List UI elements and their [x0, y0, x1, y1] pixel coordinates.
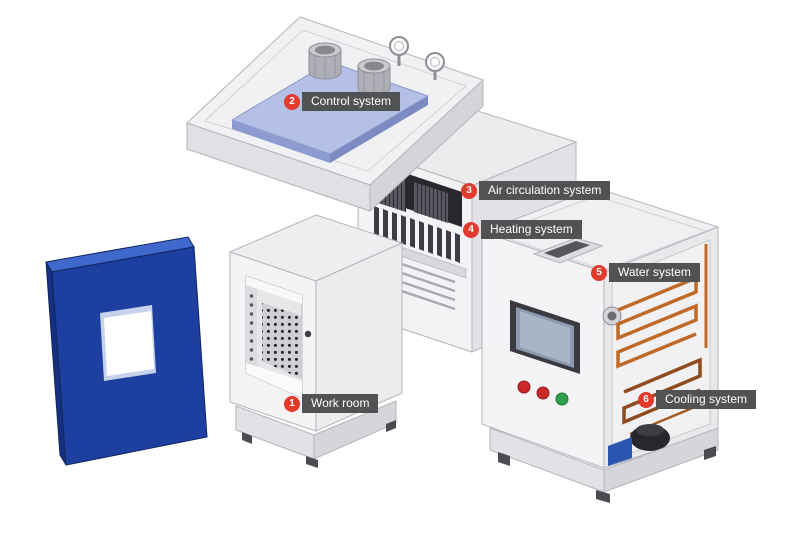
callout-badge: 1 [284, 395, 300, 412]
chamber-feet [242, 420, 396, 468]
button-green [555, 392, 569, 406]
callout-work-room: 1 Work room [284, 394, 379, 413]
chamber-opening [245, 275, 303, 399]
sensor-port [304, 330, 312, 338]
callout-label: Air circulation system [479, 181, 611, 200]
heater-fins [374, 206, 460, 263]
callout-air-circulation-system: 3 Air circulation system [461, 181, 611, 200]
round-vent [602, 306, 622, 326]
callout-label: Work room [302, 394, 379, 413]
chamber-floor [246, 363, 302, 398]
callout-label: Water system [609, 263, 700, 282]
fan-wheel [414, 182, 448, 223]
callout-label: Heating system [481, 220, 582, 239]
button-red [536, 386, 550, 400]
motor-cylinder [357, 58, 391, 96]
callout-badge: 5 [591, 264, 607, 281]
callout-badge: 6 [638, 391, 654, 408]
callout-badge: 3 [461, 182, 477, 199]
callout-water-system: 5 Water system [591, 263, 700, 282]
button-red [517, 380, 531, 394]
callout-control-system: 2 Control system [284, 92, 401, 111]
callout-heating-system: 4 Heating system [463, 220, 582, 239]
motor-cylinder [308, 42, 342, 80]
work-room-chamber [228, 214, 404, 468]
door-panel [45, 236, 208, 466]
callout-badge: 4 [463, 221, 479, 238]
cabinet-control-panel [510, 300, 580, 406]
callout-badge: 2 [284, 93, 300, 110]
water-tank-port [532, 237, 604, 264]
door-window [100, 305, 156, 381]
cooling-unit-blue [608, 437, 632, 466]
callout-cooling-system: 6 Cooling system [638, 390, 757, 409]
callout-label: Control system [302, 92, 401, 111]
wall-hole-column [249, 294, 254, 361]
pressure-gauge [425, 52, 445, 80]
callout-label: Cooling system [656, 390, 757, 409]
perforated-plate [262, 303, 302, 379]
pressure-gauge [389, 36, 409, 66]
cabinet-feet [498, 446, 716, 503]
